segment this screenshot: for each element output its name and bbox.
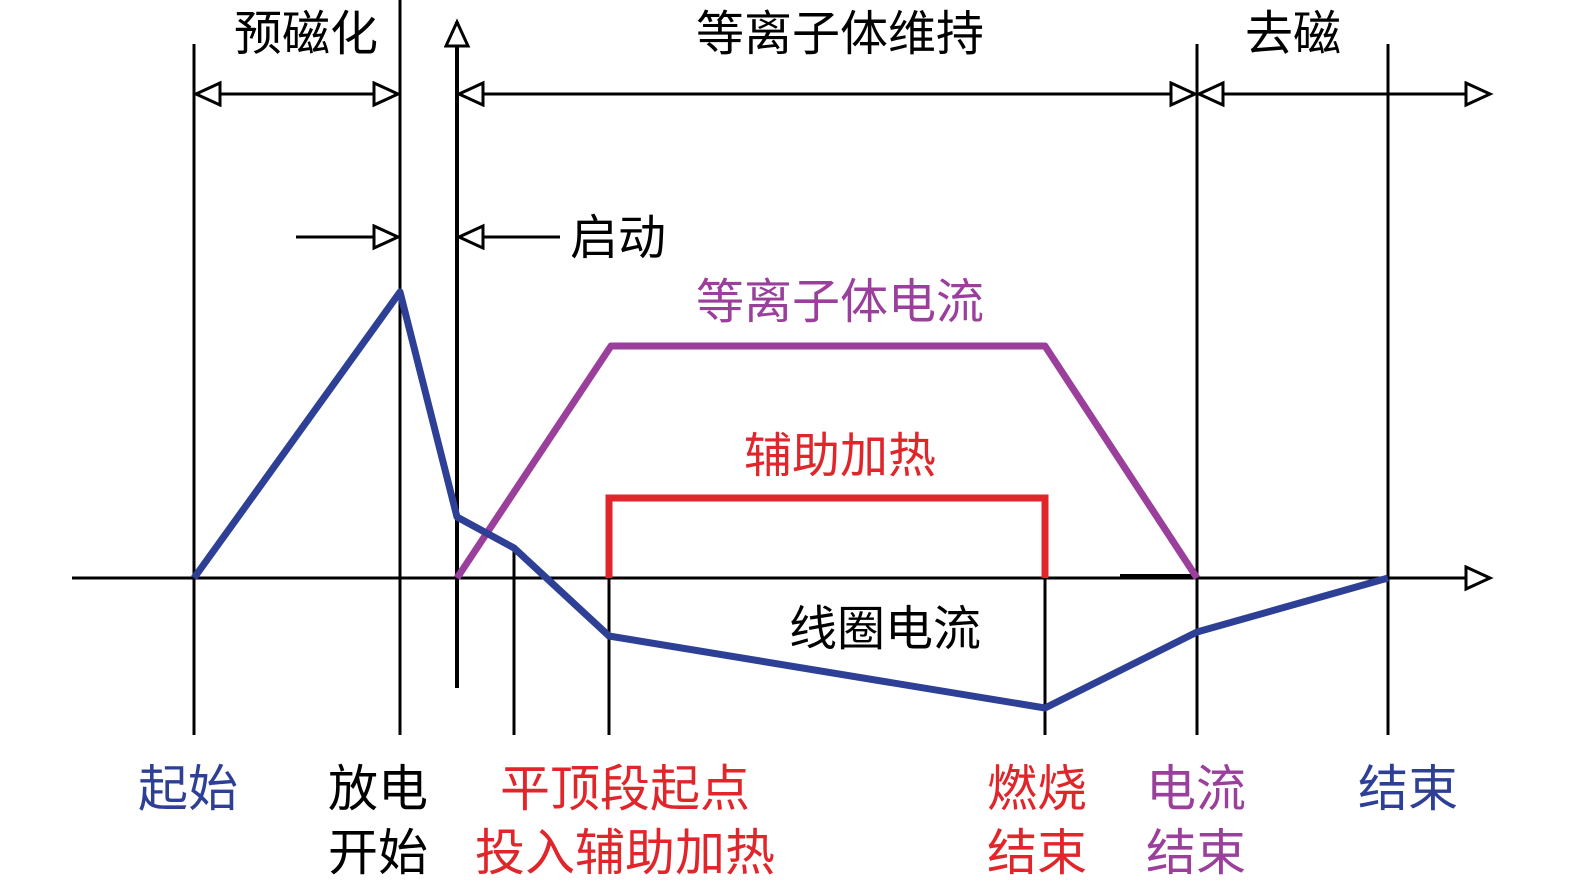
startup-label: 启动 [570, 210, 666, 266]
plasma-current-label: 等离子体电流 [696, 274, 984, 330]
coil-current-label: 线圈电流 [789, 601, 981, 657]
event-start-label: 起始 [138, 760, 238, 818]
plasma-current-curve [454, 342, 1200, 580]
event-end-label: 结束 [1358, 760, 1458, 818]
event-discharge-label-2: 开始 [328, 824, 428, 882]
plasma-sustain-label: 等离子体维持 [696, 6, 984, 62]
event-flattop-label-2: 投入辅助加热 [475, 824, 775, 882]
event-burn-label-2: 结束 [987, 824, 1087, 882]
aux-heating-label: 辅助加热 [744, 428, 936, 484]
coil-current-curve [191, 288, 1389, 712]
demagnetize-label: 去磁 [1245, 6, 1341, 62]
event-burn-label-1: 燃烧 [987, 760, 1087, 818]
event-current-label-1: 电流 [1146, 760, 1246, 818]
event-discharge-label-1: 放电 [328, 760, 428, 818]
premagnetize-label: 预磁化 [234, 6, 378, 62]
event-current-label-2: 结束 [1146, 824, 1246, 882]
event-flattop-label-1: 平顶段起点 [500, 760, 750, 818]
aux-heating-curve [605, 494, 1049, 578]
